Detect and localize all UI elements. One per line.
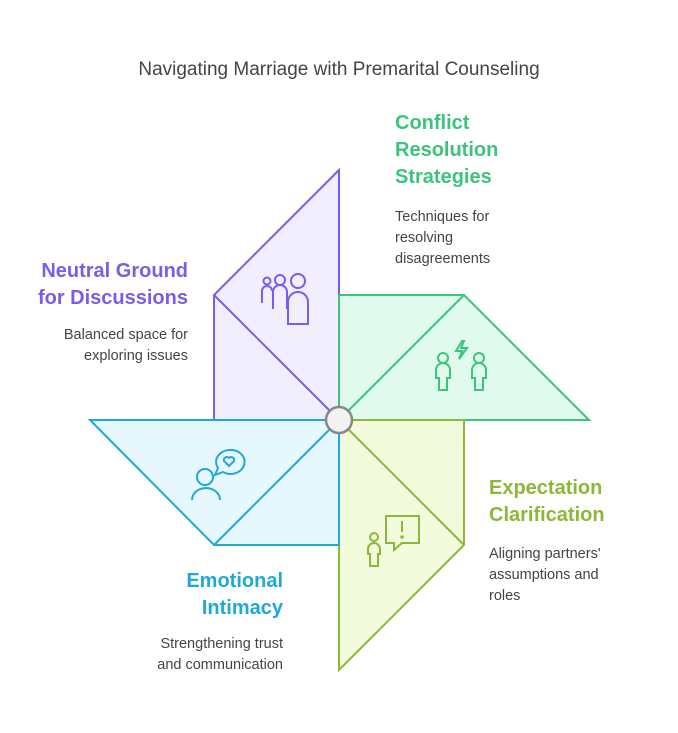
expectation-description: Aligning partners' assumptions and roles (489, 544, 601, 607)
diagram-title: Navigating Marriage with Premarital Coun… (138, 59, 540, 80)
heading-line: Expectation (489, 477, 603, 499)
desc-line: disagreements (395, 251, 491, 267)
emotional-intimacy-heading: Emotional Intimacy (186, 568, 283, 622)
neutral-ground-description: Balanced space for exploring issues (64, 325, 188, 367)
person-alert-speech-icon (367, 515, 420, 567)
desc-line: Techniques for (395, 209, 490, 225)
heading-line: Resolution (395, 139, 499, 161)
person-heart-speech-icon (191, 448, 246, 501)
green-blade (338, 294, 592, 421)
purple-blade (213, 167, 340, 421)
emotional-intimacy-description: Strengthening trust and communication (157, 634, 283, 676)
heading-line: Clarification (489, 504, 605, 526)
heading-line: Strategies (395, 166, 492, 188)
heading-line: Conflict (395, 112, 470, 134)
group-icon (261, 273, 309, 325)
heading-line: Emotional (186, 570, 283, 592)
center-hub (324, 405, 354, 435)
desc-line: Aligning partners' (489, 546, 601, 562)
desc-line: exploring issues (84, 348, 188, 364)
neutral-ground-heading: Neutral Ground for Discussions (38, 258, 188, 312)
two-people-conflict-icon (435, 340, 487, 391)
heading-line: Neutral Ground (41, 260, 188, 282)
desc-line: Balanced space for (63, 327, 188, 343)
expectation-heading: Expectation Clarification (489, 475, 605, 529)
heading-line: Intimacy (201, 597, 283, 619)
blue-blade (87, 419, 340, 546)
lime-blade (338, 419, 465, 673)
desc-line: assumptions and (489, 567, 599, 583)
conflict-resolution-description: Techniques for resolving disagreements (395, 207, 490, 270)
desc-line: and communication (157, 657, 283, 673)
heading-line: for Discussions (37, 287, 188, 309)
desc-line: resolving (395, 230, 454, 246)
conflict-resolution-heading: Conflict Resolution Strategies (395, 110, 498, 191)
desc-line: roles (489, 588, 521, 604)
desc-line: Strengthening trust (160, 636, 283, 652)
